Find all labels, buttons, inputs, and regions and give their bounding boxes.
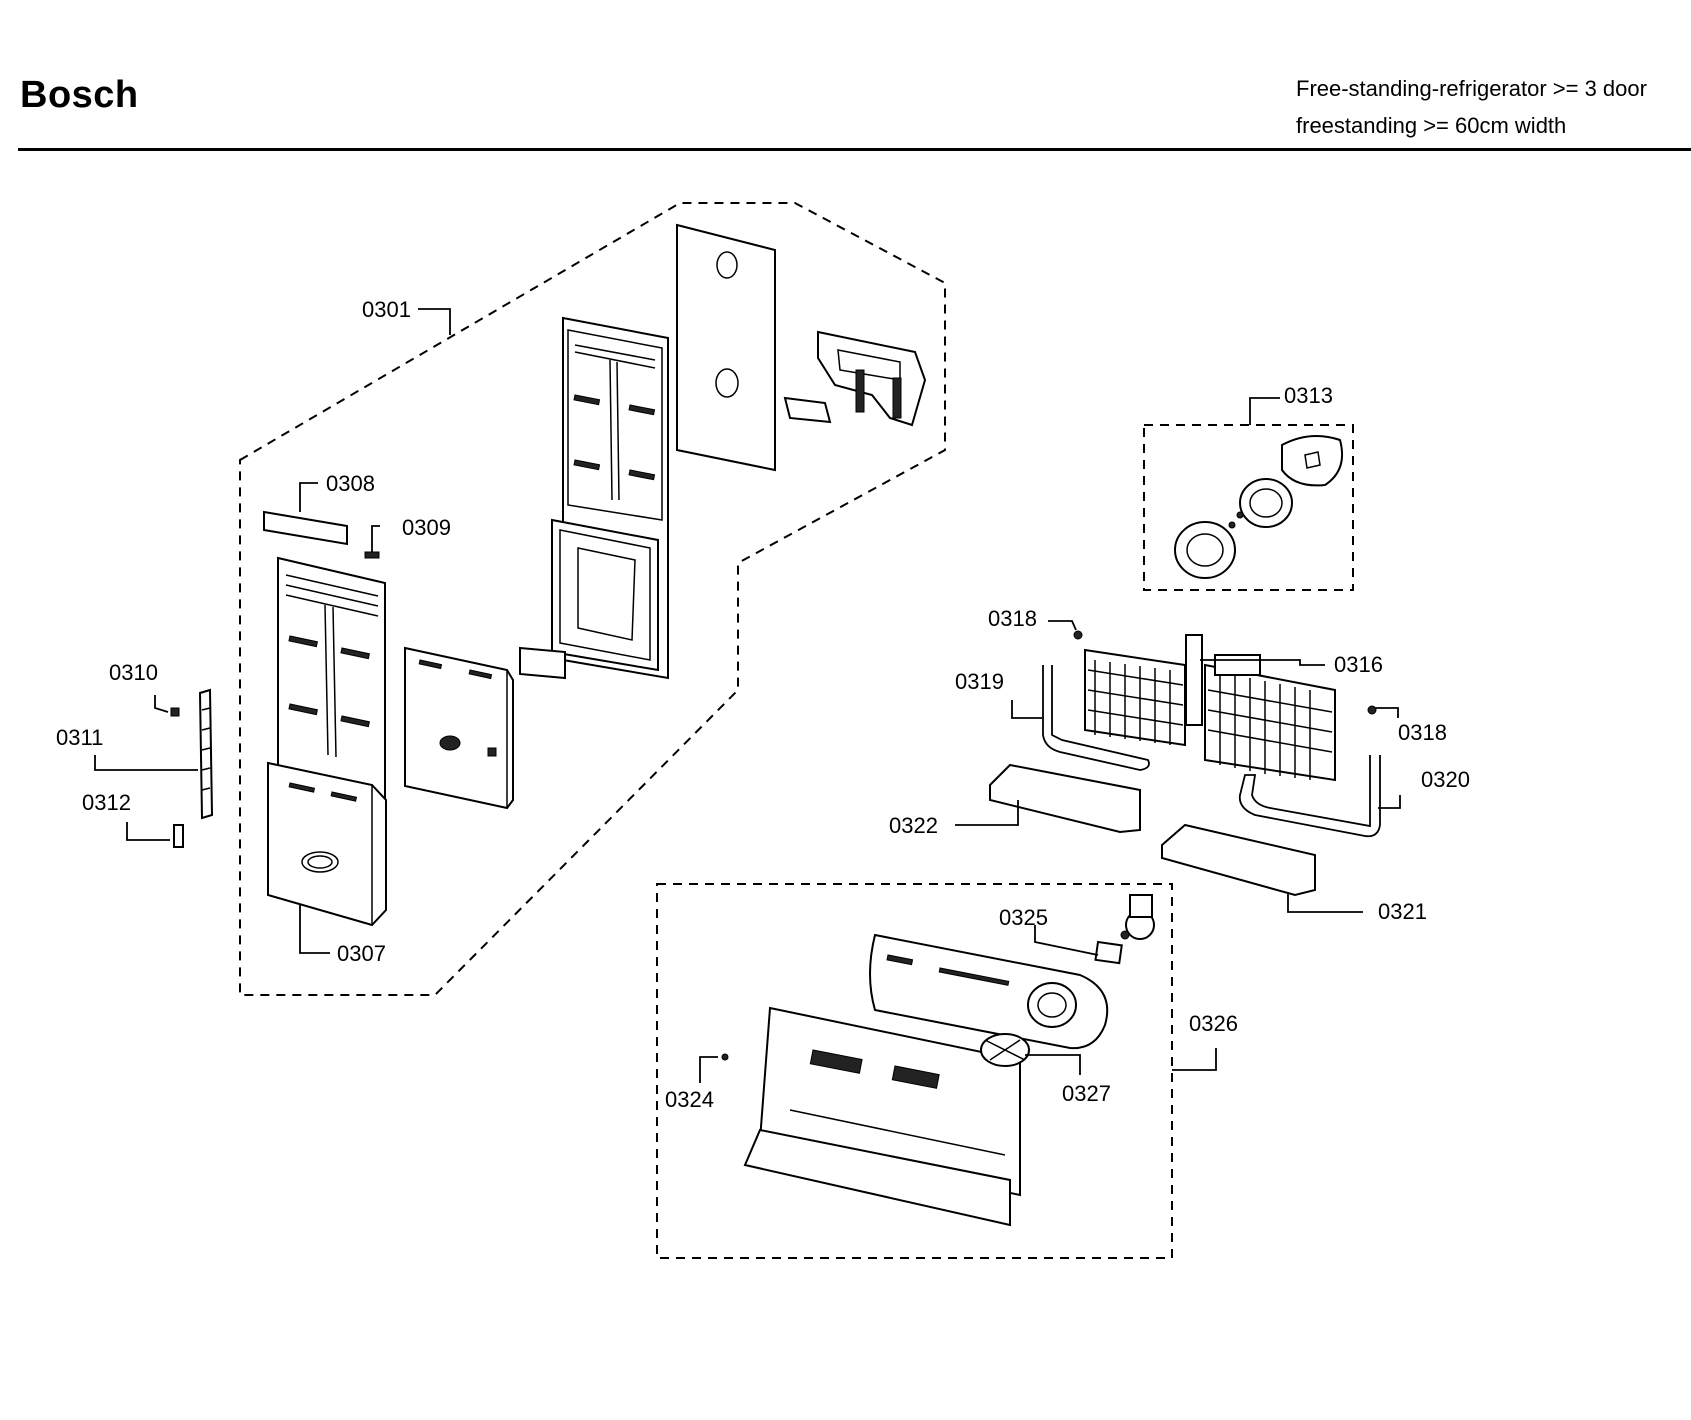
drip-tray-0322: [989, 763, 1141, 834]
group-0326-boundary: [656, 883, 1173, 1259]
callout-0327: 0327: [1062, 1081, 1111, 1106]
trim-strip-0308: [263, 510, 348, 546]
callout-0318-left: 0318: [988, 606, 1037, 631]
fan-housing: [743, 1006, 1021, 1227]
callout-0312: 0312: [82, 790, 131, 815]
callout-0310: 0310: [109, 660, 158, 685]
door-back-panel: [676, 223, 776, 472]
callout-0316: 0316: [1334, 652, 1383, 677]
door-panel-0307: [267, 761, 387, 927]
screw-0324: [721, 1053, 729, 1061]
callout-0325: 0325: [999, 905, 1048, 930]
fan-cover-plate: [869, 933, 1109, 1050]
callout-0319: 0319: [955, 669, 1004, 694]
bracket-0312: [173, 824, 184, 848]
motor-0325: [1094, 894, 1155, 965]
heater-0320: [1238, 755, 1381, 838]
dispenser-flap-panel: [404, 646, 514, 810]
callout-0320: 0320: [1421, 767, 1470, 792]
screw-0310: [170, 707, 180, 717]
callout-0318-right: 0318: [1398, 720, 1447, 745]
fan-motor-assembly: [1174, 435, 1344, 579]
upper-door-liner: [551, 316, 669, 680]
callout-0308: 0308: [326, 471, 375, 496]
group-0313-boundary: [1143, 424, 1354, 591]
leader-lines: [94, 308, 1401, 1083]
callout-0301: 0301: [362, 297, 411, 322]
fan-blade-0327: [980, 1033, 1030, 1067]
drip-tray-0321: [1161, 823, 1316, 897]
brand-title: Bosch: [20, 74, 139, 116]
evaporator-0316: [1084, 634, 1336, 782]
group-0301-boundary: [239, 202, 946, 996]
hinge-cover-0311: [198, 688, 214, 820]
model-description-line2: freestanding >= 60cm width: [1296, 113, 1567, 138]
callout-0313: 0313: [1284, 383, 1333, 408]
heater-0319: [1042, 665, 1150, 771]
callout-0311: 0311: [56, 725, 103, 750]
screw-0318-left: [1073, 630, 1083, 640]
callout-0321: 0321: [1378, 899, 1427, 924]
header-divider: [18, 148, 1691, 151]
dispenser-bracket: [519, 330, 927, 680]
screw-0318-right: [1367, 705, 1377, 715]
callout-0307: 0307: [337, 941, 386, 966]
callout-0322: 0322: [889, 813, 938, 838]
clip-0309: [364, 551, 380, 559]
model-description-line1: Free-standing-refrigerator >= 3 door: [1296, 76, 1647, 101]
model-description: Free-standing-refrigerator >= 3 door fre…: [1296, 70, 1647, 144]
callout-0324: 0324: [665, 1087, 714, 1112]
callout-0326: 0326: [1189, 1011, 1238, 1036]
callout-0309: 0309: [402, 515, 451, 540]
